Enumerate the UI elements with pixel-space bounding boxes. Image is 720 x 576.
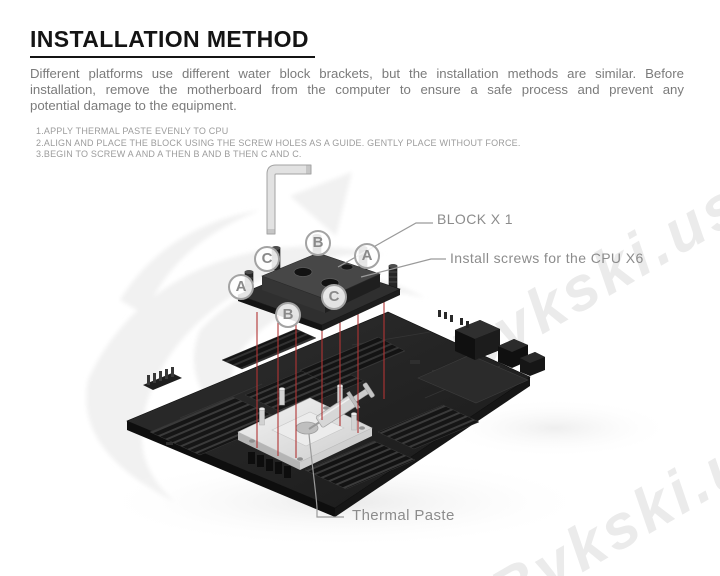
step-item: 1.APPLY THERMAL PASTE EVENLY TO CPU <box>36 126 692 138</box>
marker-a-left: A <box>228 274 254 300</box>
pin-header <box>143 367 182 390</box>
thermal-paste-label: Thermal Paste <box>352 507 455 524</box>
block-label: BLOCK X 1 <box>437 211 513 227</box>
step-text: BEGIN TO SCREW A AND A THEN B AND B THEN… <box>43 149 302 159</box>
hex-key-icon <box>266 164 312 235</box>
intro-line: potential damage to the equipment. <box>30 98 237 113</box>
marker-c-front: C <box>321 284 347 310</box>
marker-b-front: B <box>275 302 301 328</box>
step-item: 3.BEGIN TO SCREW A AND A THEN B AND B TH… <box>36 149 692 161</box>
step-text: APPLY THERMAL PASTE EVENLY TO CPU <box>43 126 229 136</box>
page-title: INSTALLATION METHOD <box>30 26 315 58</box>
board-shadow <box>435 398 675 458</box>
ram-slots <box>149 336 480 490</box>
step-number: 2. <box>36 137 44 148</box>
intro-line: installation, remove the motherboard fro… <box>30 82 684 97</box>
step-text: ALIGN AND PLACE THE BLOCK USING THE SCRE… <box>43 137 521 148</box>
step-number: 3. <box>36 149 44 159</box>
vrm-heatsink <box>221 328 317 370</box>
chipset-area <box>417 354 529 404</box>
marker-a-topright: A <box>354 243 380 269</box>
screws-label: Install screws for the CPU X6 <box>450 250 644 266</box>
panther-logo <box>86 172 425 502</box>
io-connectors <box>438 310 545 376</box>
alignment-lines <box>256 300 385 458</box>
intro-paragraph: Different platforms use different water … <box>30 66 684 114</box>
syringe-icon <box>308 382 375 430</box>
step-item: 2.ALIGN AND PLACE THE BLOCK USING THE SC… <box>36 138 692 150</box>
motherboard-illustration <box>126 310 545 517</box>
intro-line: Different platforms use different water … <box>30 66 684 81</box>
fan-headers <box>248 452 291 478</box>
header: INSTALLATION METHOD Different platforms … <box>30 26 692 161</box>
installation-steps: 1.APPLY THERMAL PASTE EVENLY TO CPU 2.AL… <box>36 126 692 161</box>
step-number: 1. <box>36 126 44 136</box>
marker-b-top: B <box>305 230 331 256</box>
marker-c-topleft: C <box>254 246 280 272</box>
